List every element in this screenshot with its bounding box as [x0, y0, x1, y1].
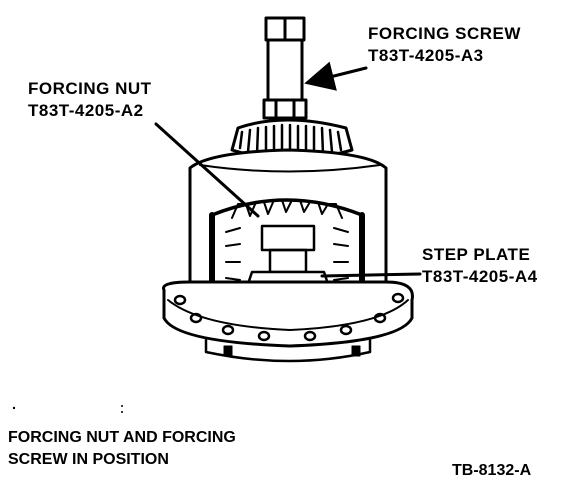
forcing-screw — [262, 16, 308, 120]
forcing-screw-label: FORCING SCREW T83T-4205-A3 — [368, 23, 521, 67]
step-plate-leader — [320, 272, 422, 278]
figure-caption: FORCING NUT AND FORCING SCREW IN POSITIO… — [8, 427, 236, 471]
step-plate-label: STEP PLATE T83T-4205-A4 — [422, 244, 538, 288]
caption-line-2: SCREW IN POSITION — [8, 451, 169, 468]
caption-line-1: FORCING NUT AND FORCING — [8, 429, 236, 446]
forcing-nut-part-number: T83T-4205-A2 — [28, 101, 144, 120]
forcing-nut-label: FORCING NUT T83T-4205-A2 — [28, 78, 152, 122]
forcing-screw-part-number: T83T-4205-A3 — [368, 46, 484, 65]
forcing-screw-name: FORCING SCREW — [368, 24, 521, 43]
forcing-nut-leader — [154, 122, 260, 218]
step-plate-part-number: T83T-4205-A4 — [422, 267, 538, 286]
figure-id: TB-8132-A — [452, 462, 532, 479]
step-plate-name: STEP PLATE — [422, 245, 531, 264]
forcing-nut-name: FORCING NUT — [28, 79, 152, 98]
forcing-screw-leader — [304, 61, 368, 91]
flange — [162, 280, 414, 363]
